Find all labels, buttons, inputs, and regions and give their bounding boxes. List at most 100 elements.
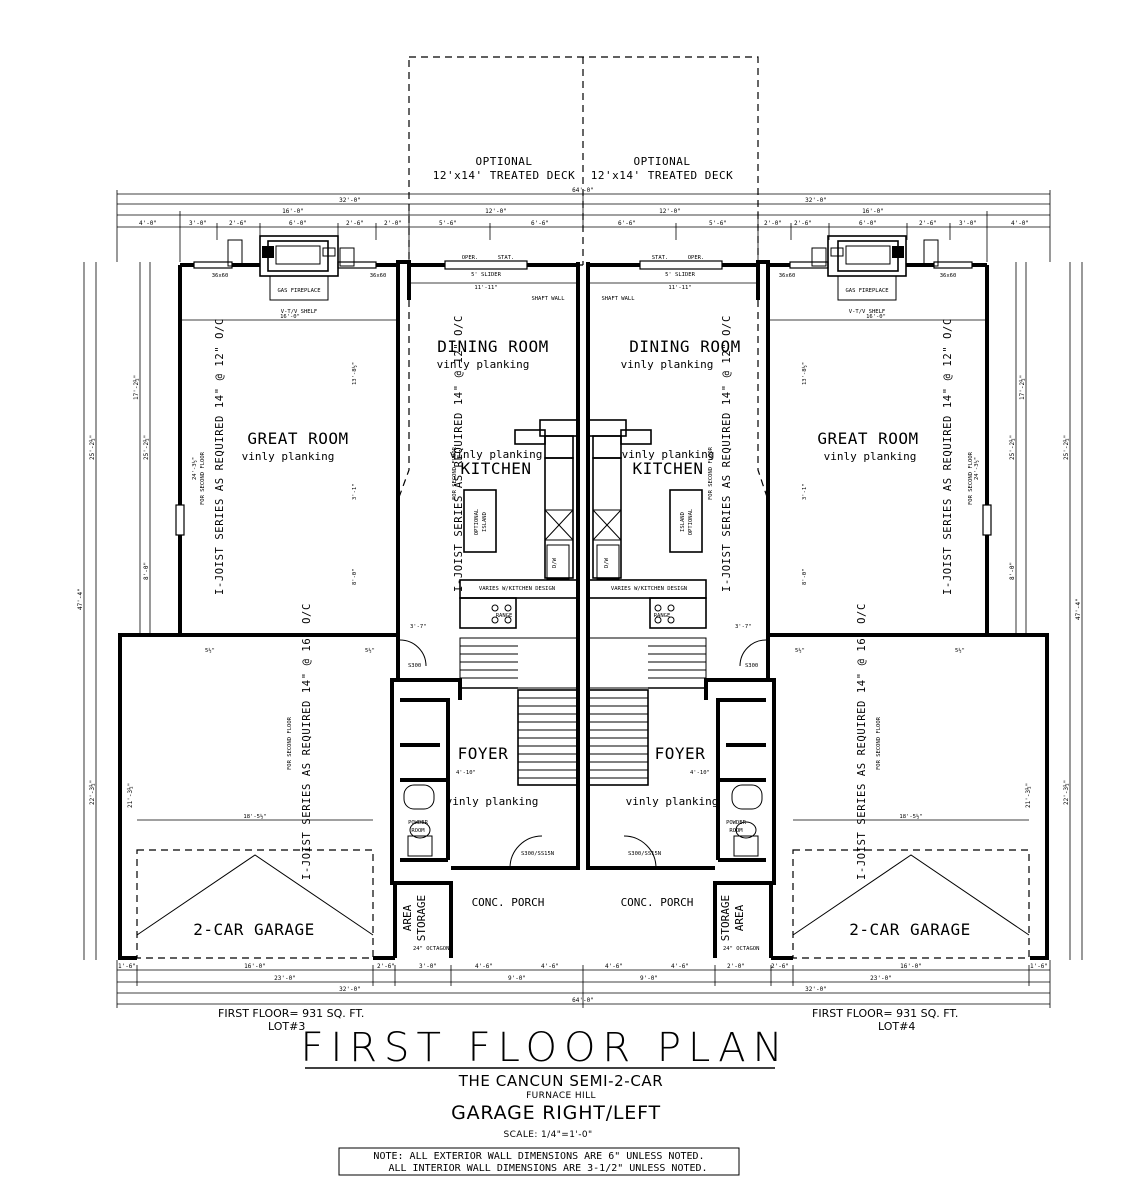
kitchen-left: OPTIONAL ISLAND VARIES W/KITCHEN DESIGN …	[397, 300, 579, 635]
dim-left-garage-inner: 21'-3½"	[127, 783, 134, 808]
slider-stat-right: STAT.	[652, 255, 669, 261]
dim-foyer-left: 4'-10"	[456, 770, 476, 776]
dim-37-right: 3'-7"	[735, 624, 752, 630]
shelf-label-right: V-T/V SHELF	[849, 309, 885, 315]
door-s300-left: S300	[408, 663, 421, 669]
dim-53-right: 5½"	[955, 647, 965, 654]
dim-top-16-right: 16'-0"	[862, 208, 884, 215]
plan-title: FIRST FLOOR PLAN	[300, 1025, 789, 1071]
dim-53b-right: 5½"	[795, 647, 805, 654]
dim-right-low: 8'-0"	[1009, 562, 1016, 580]
dim-bot-32-right: 32'-0"	[805, 986, 827, 993]
dining-room-left: DINING ROOM	[437, 337, 548, 356]
note-line-1: NOTE: ALL EXTERIOR WALL DIMENSIONS ARE 6…	[373, 1151, 704, 1162]
interior-walls-right: STORAGE AREA POWDER ROOM S300 S300/SS15N…	[623, 624, 768, 952]
varies-left: VARIES W/KITCHEN DESIGN	[479, 586, 555, 592]
powder-right-2: ROOM	[729, 828, 743, 834]
dim-top-6-left: 6'-0"	[289, 220, 307, 227]
dim-left-low: 8'-0"	[143, 562, 150, 580]
deck-right-line2: 12'x14' TREATED DECK	[591, 169, 733, 182]
dim-bot-16-right: 1'-6"	[1030, 963, 1048, 970]
dim-top-66-left: 6'-6"	[531, 220, 549, 227]
storage-left: STORAGE	[415, 895, 428, 941]
dim-bot-9-right: 9'-0"	[640, 975, 658, 982]
deck-left-line2: 12'x14' TREATED DECK	[433, 169, 575, 182]
fireplace-left: GAS FIREPLACE V-T/V SHELF 16'-0"	[180, 235, 398, 321]
dim-right-garage-inner: 21'-3½"	[1025, 783, 1032, 808]
dim-top-4-right: 4'-0"	[1011, 220, 1029, 227]
interior-dims: 13'-8½" 3'-1" 8'-0" 13'-8½" 3'-1" 8'-0" …	[191, 362, 980, 654]
joist-dining-left: I-JOIST SERIES AS REQUIRED 14" @ 12" O/C	[453, 315, 465, 592]
slider-right: 5' SLIDER	[665, 272, 695, 278]
dim-top-16-left: 16'-0"	[282, 208, 304, 215]
dining-finish-left: vinly planking	[437, 358, 530, 371]
storage-area-right: AREA	[733, 904, 746, 931]
foyer-left: FOYER	[458, 744, 509, 763]
island-left-2: ISLAND	[482, 512, 488, 532]
exterior-walls	[118, 260, 1049, 960]
dim-top-26-left: 2'-6"	[229, 220, 247, 227]
interior-walls-left: STORAGE AREA POWDER ROOM S300 S300/SS15N…	[398, 624, 554, 952]
dim-top-12-left: 12'-0"	[485, 208, 507, 215]
variant: GARAGE RIGHT/LEFT	[451, 1102, 661, 1124]
door-front-left: S300/SS15N	[521, 851, 554, 857]
stairs	[459, 637, 707, 786]
dim-top-3-left: 3'-0"	[189, 220, 207, 227]
second-floor-kitchen-left: FOR SECOND FLOOR	[452, 446, 458, 500]
dim-bot-2-right: 2'-0"	[727, 963, 745, 970]
optional-deck: OPTIONAL 12'x14' TREATED DECK OPTIONAL 1…	[408, 56, 759, 266]
dim-top-3-right: 3'-0"	[959, 220, 977, 227]
dim-wall-right: 24'-3½"	[973, 457, 980, 480]
dim-bot-26-right: 2'-6"	[771, 963, 789, 970]
second-floor-kitchen-right: FOR SECOND FLOOR	[708, 446, 714, 500]
shelf-label-left: V-T/V SHELF	[281, 309, 317, 315]
second-floor-right: FOR SECOND FLOOR	[968, 451, 974, 505]
dining-room-right: DINING ROOM	[629, 337, 740, 356]
slider-dim-right: 11'-11"	[668, 285, 691, 291]
garage-doors: 18'-5½" 18'-5½"	[136, 813, 1030, 959]
dim-bot-46a-right: 4'-6"	[671, 963, 689, 970]
dim-top-26-right: 2'-6"	[919, 220, 937, 227]
range-left: RANGE	[496, 613, 513, 619]
foyer-right: FOYER	[655, 744, 706, 763]
slider-stat-left: STAT.	[498, 255, 515, 261]
area-right: FIRST FLOOR= 931 SQ. FT.	[812, 1007, 958, 1020]
dim-great-v3-right: 8'-0"	[802, 568, 808, 585]
scale: SCALE: 1/4"=1'-0"	[503, 1130, 592, 1140]
dim-bot-16ft-left: 16'-0"	[244, 963, 266, 970]
model-name: THE CANCUN SEMI-2-CAR	[458, 1072, 664, 1090]
slider-oper-left: OPER.	[462, 255, 479, 261]
kitchen-right: ISLAND OPTIONAL VARIES W/KITCHEN DESIGN …	[587, 300, 769, 635]
storage-right: STORAGE	[719, 895, 732, 941]
dim-bot-32-left: 32'-0"	[339, 986, 361, 993]
door-s300-right: S300	[745, 663, 758, 669]
dim-top-half-right: 32'-0"	[805, 197, 827, 204]
deck-left-line1: OPTIONAL	[476, 155, 533, 168]
dim-bot-16-left: 1'-6"	[118, 963, 136, 970]
great-finish-left: vinly planking	[242, 450, 335, 463]
dim-left-great: 25'-2½"	[89, 435, 96, 460]
foyer-finish-right: vinly planking	[626, 795, 719, 808]
dim-right-garage: 22'-3½"	[1063, 780, 1070, 805]
dim-left-overall: 47'-4"	[77, 588, 84, 610]
deck-outline	[408, 56, 759, 266]
shaft-wall-right: SHAFT WALL	[601, 296, 635, 302]
dim-53b-left: 5½"	[365, 647, 375, 654]
dim-bot-3-left: 3'-0"	[419, 963, 437, 970]
dim-left-mid: 25'-2½"	[143, 435, 150, 460]
powder-left-2: ROOM	[411, 828, 425, 834]
garage-right: 2-CAR GARAGE	[849, 920, 971, 939]
varies-right: VARIES W/KITCHEN DESIGN	[611, 586, 687, 592]
dim-great-v2-right: 3'-1"	[802, 483, 808, 500]
joist-dining-right: I-JOIST SERIES AS REQUIRED 14" @ 12" O/C	[721, 315, 733, 592]
kitchen-right-label: KITCHEN	[633, 459, 704, 478]
porch-left: CONC. PORCH	[472, 896, 545, 909]
notes-box	[338, 1147, 740, 1176]
powder-left-1: POWDER	[408, 820, 429, 826]
note-line-2: ALL INTERIOR WALL DIMENSIONS ARE 3-1/2" …	[388, 1163, 707, 1174]
kitchen-finish-right: vinly planking	[622, 448, 715, 461]
dim-top-6-right: 6'-0"	[859, 220, 877, 227]
dim-bot-overall: 64'-0"	[572, 997, 594, 1004]
right-dimensions: 47'-4" 25'-2½" 22'-3½" 17'-2½" 25'-2½" 8…	[1009, 262, 1083, 960]
dw-left: D/W	[552, 557, 558, 568]
